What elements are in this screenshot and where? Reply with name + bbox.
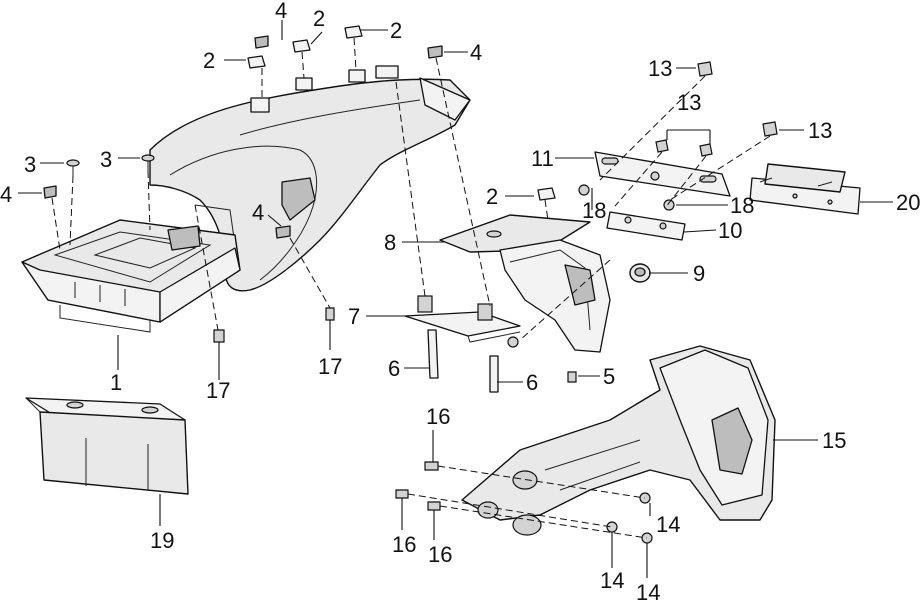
long-bolt-parts: [427, 329, 499, 393]
callout-14: 14: [656, 512, 680, 537]
battery-box-part: [21, 219, 241, 333]
callout-16: 16: [428, 542, 452, 567]
callout-6: 6: [388, 356, 400, 381]
bracket-plate-part: [404, 295, 521, 348]
callout-15: 15: [822, 428, 846, 453]
callout-3: 3: [24, 152, 36, 177]
callout-2: 2: [390, 18, 402, 43]
callout-13: 13: [677, 90, 701, 115]
callout-16: 16: [426, 404, 450, 429]
callout-4: 4: [252, 200, 264, 225]
callout-20: 20: [896, 190, 920, 215]
cover-plate-part: [25, 397, 189, 495]
callout-7: 7: [348, 304, 360, 329]
screw-5-part: [567, 371, 577, 383]
license-bracket-part: [439, 214, 611, 353]
callout-6: 6: [526, 370, 538, 395]
screw-parts: [66, 154, 155, 176]
spring-clip-parts: [43, 35, 443, 239]
callout-8: 8: [384, 230, 396, 255]
callout-1: 1: [110, 370, 122, 395]
callout-2: 2: [486, 184, 498, 209]
bolt-16-parts: [395, 461, 441, 511]
callout-2: 2: [203, 48, 215, 73]
callout-11: 11: [531, 146, 554, 171]
callout-14: 14: [600, 568, 624, 593]
callout-5: 5: [603, 364, 615, 389]
bolt-13-parts: [655, 61, 778, 157]
callout-2: 2: [313, 6, 325, 31]
callout-17: 17: [318, 354, 342, 379]
grommet-part: [629, 263, 651, 283]
callout-4: 4: [470, 40, 482, 65]
bolt-17-parts: [213, 307, 335, 343]
callout-4: 4: [0, 182, 12, 207]
reflector-bracket-part: [606, 211, 686, 241]
callout-17: 17: [206, 378, 230, 403]
plate-bracket-part: [594, 151, 731, 197]
clip-nut-parts: [247, 25, 556, 201]
callout-9: 9: [693, 261, 705, 286]
callout-3: 3: [100, 147, 112, 172]
swingarm-cover-part: [461, 345, 776, 536]
callout-13: 13: [648, 56, 672, 81]
callout-18: 18: [582, 198, 606, 223]
callout-16: 16: [392, 532, 416, 557]
assembly-lines: [51, 37, 771, 539]
washer-parts: [578, 184, 675, 211]
license-plate-bracket-part: [749, 163, 861, 215]
callout-4: 4: [275, 0, 287, 23]
callout-18: 18: [730, 193, 754, 218]
callout-13: 13: [808, 118, 832, 143]
callout-10: 10: [718, 218, 742, 243]
callout-19: 19: [150, 528, 174, 553]
leader-lines: [18, 20, 893, 578]
nut-14-parts: [606, 492, 653, 544]
callout-14: 14: [636, 580, 660, 604]
